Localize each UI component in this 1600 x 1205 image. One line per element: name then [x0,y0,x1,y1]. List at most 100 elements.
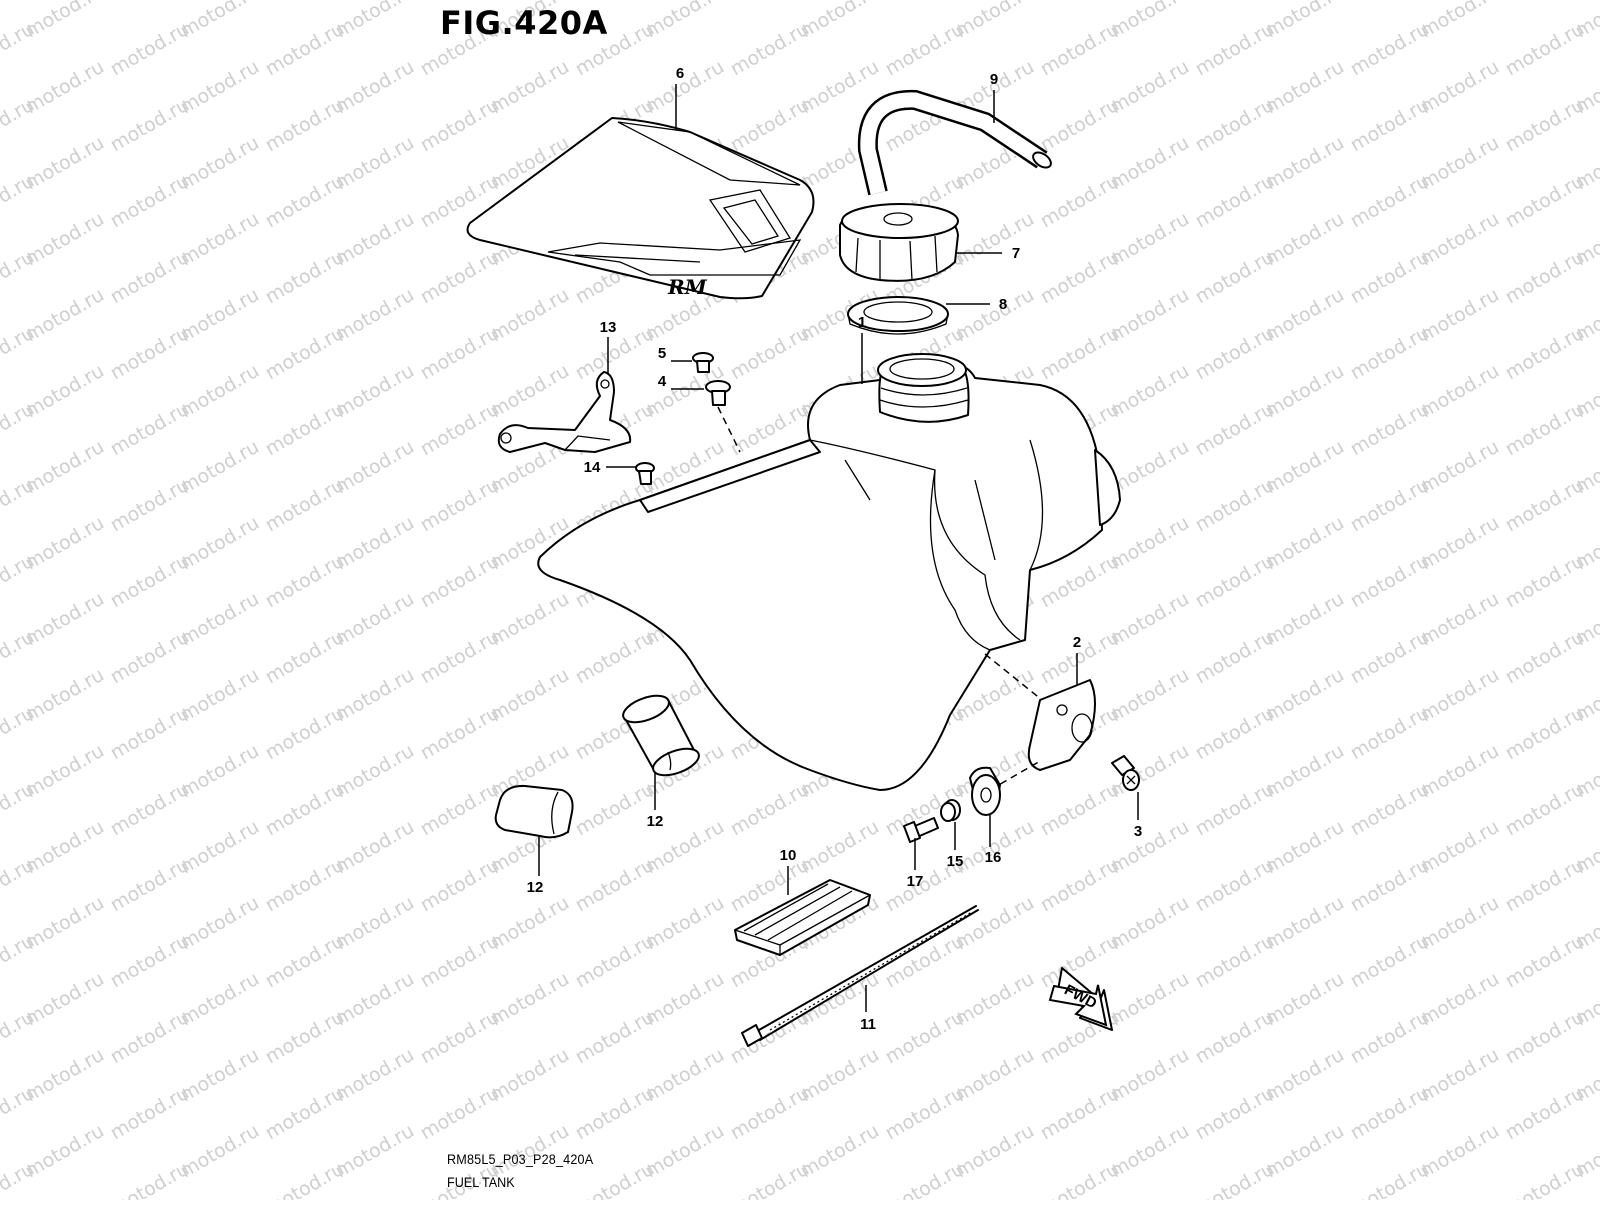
watermark-text: motod.ru [882,0,968,4]
watermark-text: motod.ru [1192,18,1278,81]
watermark-text: motod.ru [262,1082,348,1145]
watermark-text: motod.ru [1037,854,1123,917]
watermark-text: motod.ru [1347,626,1433,689]
watermark-text: motod.ru [952,1196,1038,1200]
watermark-text: motod.ru [1037,1158,1123,1200]
watermark-text: motod.ru [1502,322,1588,385]
watermark-text: motod.ru [262,1006,348,1069]
decal-logo: RM [667,275,708,299]
watermark-text: motod.ru [1037,94,1123,157]
fuel-cap [840,204,958,281]
watermark-text: motod.ru [107,0,193,4]
watermark-text: motod.ru [642,1196,728,1200]
watermark-text: motod.ru [1502,626,1588,689]
watermark-text: motod.ru [262,702,348,765]
watermark-text: motod.ru [0,18,38,81]
watermark-text: motod.ru [1347,778,1433,841]
watermark-text: motod.ru [262,246,348,309]
figure-title: FIG.420A [440,4,608,42]
watermark-text: motod.ru [1262,1196,1348,1200]
watermark-text: motod.ru [1192,930,1278,993]
watermark-text: motod.ru [417,626,503,689]
watermark-text: motod.ru [417,322,503,385]
watermark-text: motod.ru [1037,170,1123,233]
watermark-text: motod.ru [1347,930,1433,993]
callout-3: 3 [1134,823,1142,840]
callout-6: 6 [676,65,684,82]
watermark-text: motod.ru [1347,854,1433,917]
watermark-text: motod.ru [572,1006,658,1069]
watermark-text: motod.ru [1502,1082,1588,1145]
watermark-text: motod.ru [882,930,968,993]
watermark-text: motod.ru [262,930,348,993]
callout-15: 15 [947,853,964,870]
watermark-text: motod.ru [332,1196,418,1200]
callout-10: 10 [780,847,797,864]
watermark-text: motod.ru [417,1006,503,1069]
watermark-text: motod.ru [0,626,38,689]
watermark-text: motod.ru [262,398,348,461]
watermark-text: motod.ru [417,1082,503,1145]
watermark-text: motod.ru [1037,246,1123,309]
watermark-text: motod.ru [262,474,348,537]
watermark-text: motod.ru [1107,1196,1193,1200]
watermark-text: motod.ru [262,626,348,689]
watermark-text: motod.ru [882,1082,968,1145]
watermark-text: motod.ru [572,854,658,917]
watermark-text: motod.ru [882,18,968,81]
watermark-text: motod.ru [107,474,193,537]
watermark-text: motod.ru [727,1158,813,1200]
callout-12: 12 [647,813,664,830]
watermark-text: motod.ru [262,94,348,157]
watermark-text: motod.ru [0,550,38,613]
fwd-arrow: FWD [1050,968,1112,1030]
watermark-text: motod.ru [417,474,503,537]
watermark-text: motod.ru [417,702,503,765]
callout-7: 7 [1012,245,1020,262]
watermark-text: motod.ru [1192,1158,1278,1200]
watermark-text: motod.ru [727,0,813,4]
watermark-text: motod.ru [1417,1196,1503,1200]
callout-14: 14 [584,459,601,476]
watermark-text: motod.ru [1192,398,1278,461]
watermark-text: motod.ru [417,854,503,917]
watermark-text: motod.ru [0,474,38,537]
callout-8: 8 [999,296,1007,313]
watermark-text: motod.ru [1502,702,1588,765]
watermark-text: motod.ru [1502,778,1588,841]
watermark-text: motod.ru [1502,550,1588,613]
callout-4: 4 [658,373,667,390]
watermark-text: motod.ru [1347,170,1433,233]
watermark-text: motod.ru [1192,170,1278,233]
watermark-text: motod.ru [0,1006,38,1069]
watermark-text: motod.ru [262,18,348,81]
watermark-text: motod.ru [0,778,38,841]
watermark-text: motod.ru [262,1158,348,1200]
watermark-text: motod.ru [1192,322,1278,385]
watermark-text: motod.ru [1037,1082,1123,1145]
damper-lower [496,786,573,837]
watermark-text: motod.ru [487,1196,573,1200]
watermark-text: motod.ru [1347,0,1433,4]
watermark-text: motod.ru [1347,246,1433,309]
watermark-text: motod.ru [1502,94,1588,157]
callout-11: 11 [860,1016,876,1033]
watermark-text: motod.ru [107,398,193,461]
watermark-text: motod.ru [0,246,38,309]
watermark-text: motod.ru [0,94,38,157]
watermark-text: motod.ru [107,702,193,765]
watermark-text: motod.ru [727,322,813,385]
watermark-text: motod.ru [0,702,38,765]
watermark-text: motod.ru [1347,702,1433,765]
callout-9: 9 [990,71,998,88]
watermark-text: motod.ru [1037,18,1123,81]
watermark-text: motod.ru [1572,1196,1600,1200]
watermark-text: motod.ru [1502,474,1588,537]
watermark-text: motod.ru [1192,702,1278,765]
watermark-text: motod.ru [1502,930,1588,993]
watermark-text: motod.ru [1347,1158,1433,1200]
watermark-text: motod.ru [107,322,193,385]
watermark-text: motod.ru [1192,94,1278,157]
